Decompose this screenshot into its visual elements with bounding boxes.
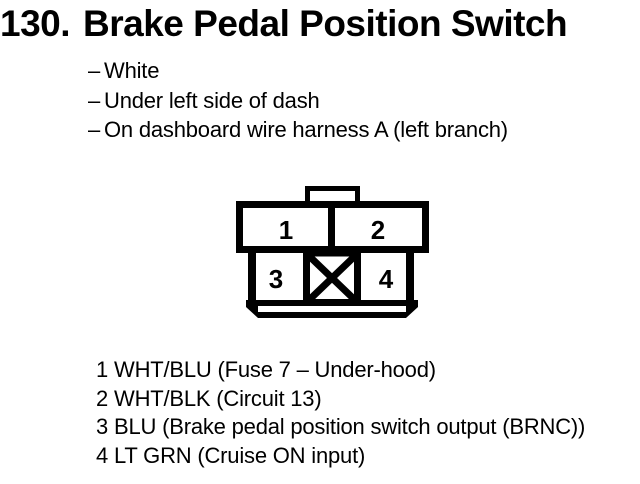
note-text: On dashboard wire harness A (left branch… bbox=[104, 117, 508, 142]
note-location: –Under left side of dash bbox=[88, 86, 508, 116]
connector-diagram: 1 2 3 4 bbox=[236, 186, 429, 318]
item-number: 130. bbox=[0, 3, 71, 44]
dash-bullet: – bbox=[88, 117, 101, 142]
note-color: –White bbox=[88, 56, 508, 86]
connector-bottom-slot bbox=[258, 306, 406, 312]
note-text: Under left side of dash bbox=[104, 87, 320, 113]
pin-wire-description: WHT/BLU (Fuse 7 – Under-hood) bbox=[114, 357, 436, 382]
pin-number: 3 bbox=[96, 414, 109, 439]
blocked-cavity-x-icon bbox=[304, 251, 360, 305]
connector-left-wall bbox=[248, 249, 256, 301]
pin-wire-description: BLU (Brake pedal position switch output … bbox=[114, 414, 586, 439]
pin-4-label: 4 bbox=[379, 264, 394, 294]
connector-notes: –White –Under left side of dash –On dash… bbox=[88, 56, 508, 145]
page-title: 130. Brake Pedal Position Switch bbox=[0, 3, 568, 45]
pin-number: 1 bbox=[96, 357, 109, 382]
pin-2-label: 2 bbox=[371, 215, 385, 245]
pin-wire-description: LT GRN (Cruise ON input) bbox=[114, 442, 366, 468]
dash-bullet: – bbox=[88, 87, 101, 113]
pin-3-label: 3 bbox=[269, 264, 283, 294]
connector-right-wall bbox=[406, 249, 414, 301]
pin-wire-description: WHT/BLK (Circuit 13) bbox=[114, 385, 322, 411]
pin-number: 2 bbox=[96, 385, 109, 411]
pin-1-label: 1 bbox=[279, 215, 293, 245]
note-text: White bbox=[104, 58, 160, 83]
item-title: Brake Pedal Position Switch bbox=[83, 3, 568, 44]
dash-bullet: – bbox=[88, 58, 101, 83]
pin-number: 4 bbox=[96, 442, 109, 468]
note-harness: –On dashboard wire harness A (left branc… bbox=[88, 115, 508, 145]
